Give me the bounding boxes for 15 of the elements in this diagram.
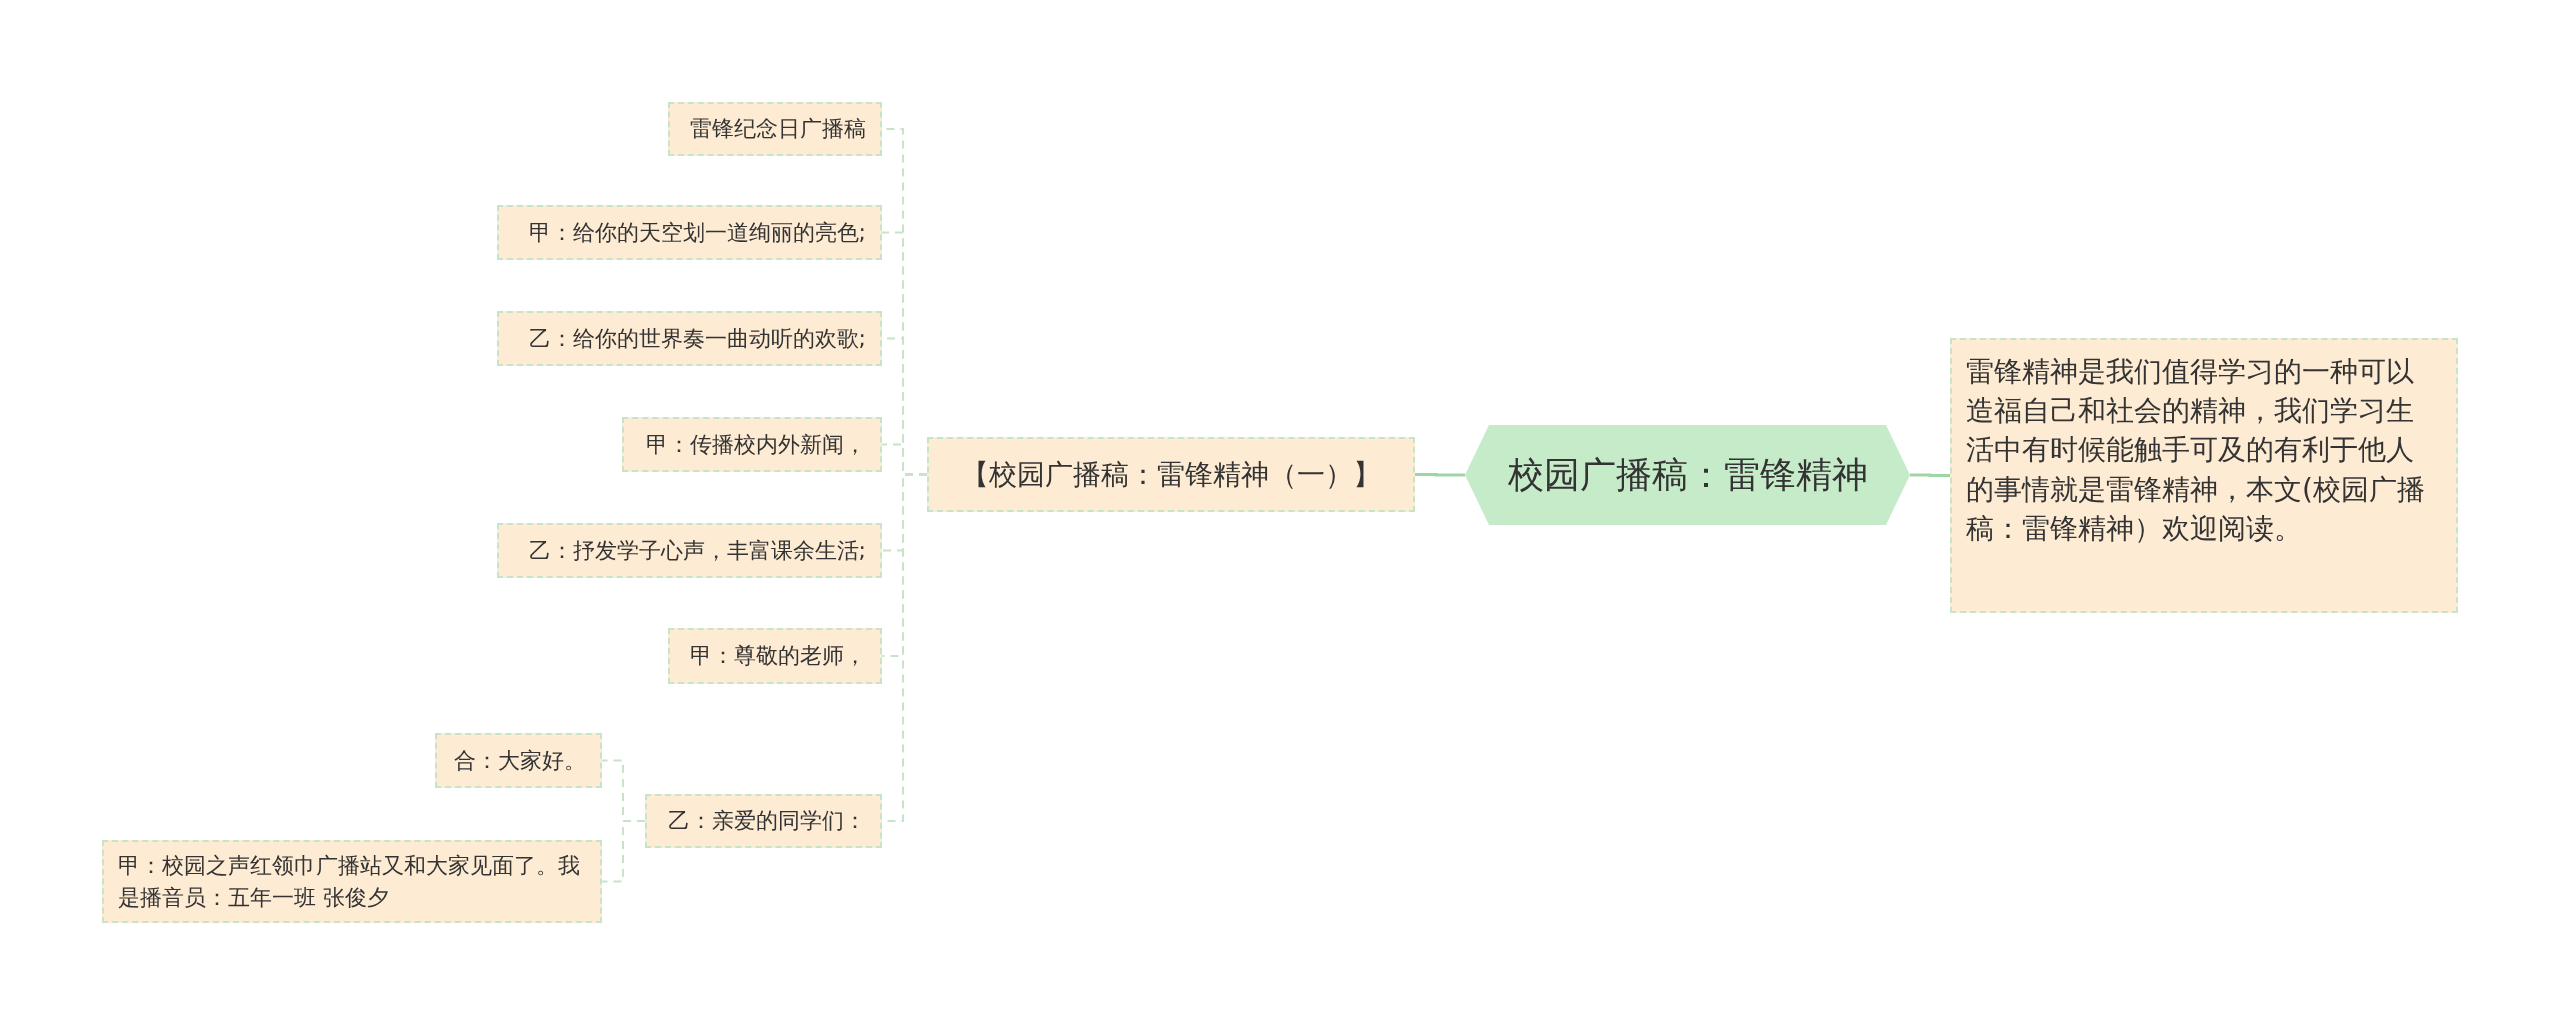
leaf-box: 雷锋纪念日广播稿 <box>668 102 882 156</box>
connector-line <box>1910 473 1950 477</box>
branch-box: 【校园广播稿：雷锋精神（一）】 <box>927 437 1415 512</box>
leaf-box: 乙：抒发学子心声，丰富课余生活; <box>497 523 882 578</box>
connector-line <box>1415 473 1465 477</box>
leaf-box: 甲：给你的天空划一道绚丽的亮色; <box>497 205 882 260</box>
leaf-box: 甲：尊敬的老师， <box>668 628 882 684</box>
topic-hexagon: 校园广播稿：雷锋精神 <box>1465 425 1910 525</box>
connector-line <box>601 820 646 883</box>
leaf-box: 乙：给你的世界奏一曲动听的欢歌; <box>497 311 882 366</box>
leaf-box: 乙：亲爱的同学们： <box>645 794 882 848</box>
leaf-box: 甲：传播校内外新闻， <box>622 417 882 472</box>
leaf-box: 合：大家好。 <box>435 733 602 788</box>
description-box: 雷锋精神是我们值得学习的一种可以造福自己和社会的精神，我们学习生活中有时候能触手可及的有利于他人的事情就是雷锋精神，本文(校园广播稿：雷锋精神）欢迎阅读。 <box>1950 338 2458 613</box>
leaf-box: 甲：校园之声红领巾广播站又和大家见面了。我是播音员：五年一班 张俊夕 <box>102 840 602 923</box>
